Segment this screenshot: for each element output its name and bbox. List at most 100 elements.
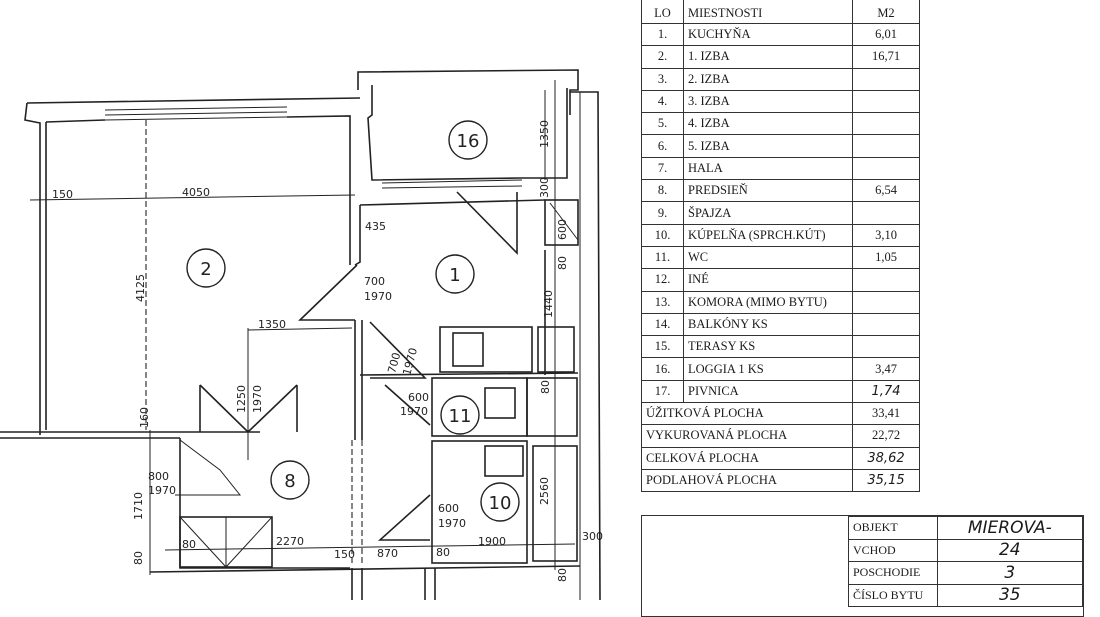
- info-label: VCHOD: [848, 538, 938, 562]
- info-label: POSCHODIE: [848, 561, 938, 585]
- room-name: 5. IZBA: [683, 134, 853, 158]
- room-number: 17.: [641, 379, 684, 404]
- header-area: M2: [852, 0, 920, 24]
- dimension-label: 4125: [134, 274, 147, 302]
- dimension-label: 80: [132, 551, 145, 565]
- dimension-label: 300: [538, 177, 551, 198]
- dimension-label: 2560: [538, 477, 551, 505]
- room-name: TERASY KS: [683, 335, 853, 359]
- dimension-label: 80: [182, 538, 196, 551]
- room-area: 6,54: [852, 179, 920, 203]
- dimension-label: 150: [52, 188, 73, 201]
- room-area: [852, 89, 920, 114]
- dimension-label: 600: [556, 219, 569, 240]
- room-area: [852, 268, 920, 292]
- table-row: 3.2. IZBA: [641, 67, 920, 91]
- room-area: 1,05: [852, 245, 920, 270]
- dimension-label: 1900: [478, 535, 506, 548]
- room-number: 1: [449, 265, 460, 286]
- dimension-label: 700: [385, 351, 403, 375]
- room-number: 1.: [641, 22, 684, 47]
- info-value: 24: [936, 538, 1084, 562]
- room-number: 10: [489, 493, 512, 514]
- total-label: VYKUROVANÁ PLOCHA: [641, 424, 853, 448]
- table-row: 6.5. IZBA: [641, 134, 920, 158]
- room-number: 2.: [641, 45, 684, 69]
- table-row: 4.3. IZBA: [641, 89, 920, 114]
- room-number: 12.: [641, 268, 684, 292]
- dimension-label: 160: [138, 407, 151, 428]
- total-label: CELKOVÁ PLOCHA: [641, 446, 853, 470]
- room-area: [852, 134, 920, 158]
- dimension-label: 80: [436, 546, 450, 559]
- room-area: 3,10: [852, 223, 920, 247]
- room-number: 15.: [641, 335, 684, 359]
- room-number: 5.: [641, 112, 684, 136]
- table-row: 15.TERASY KS: [641, 335, 920, 359]
- dimension-labels: 150 4050 4125 435 700 1970 1350 1350 300…: [52, 120, 603, 582]
- room-name: HALA: [683, 156, 853, 181]
- room-number: 8.: [641, 179, 684, 203]
- room-name: WC: [683, 245, 853, 270]
- total-area: 38,62: [852, 446, 920, 470]
- dimension-label: 870: [377, 547, 398, 560]
- dimension-label: 435: [365, 220, 386, 233]
- dimension-label: 1350: [258, 318, 286, 331]
- info-value: 35: [936, 583, 1084, 607]
- room-marker-8: 8: [270, 460, 310, 500]
- room-name: BALKÓNY KS: [683, 312, 853, 337]
- room-name: ŠPAJZA: [683, 201, 853, 225]
- dimension-label: 150: [334, 548, 355, 561]
- room-name: KÚPELŇA (SPRCH.KÚT): [683, 223, 853, 247]
- total-area: 22,72: [852, 424, 920, 448]
- room-marker-16: 16: [448, 120, 488, 160]
- dimension-label: 1970: [364, 290, 392, 303]
- info-label: ČÍSLO BYTU: [848, 583, 938, 607]
- table-row: 13.KOMORA (MIMO BYTU): [641, 290, 920, 314]
- room-area: 1,74: [852, 379, 920, 404]
- room-number: 16: [457, 131, 480, 152]
- room-number: 6.: [641, 134, 684, 158]
- room-name: 2. IZBA: [683, 67, 853, 91]
- table-row: 7.HALA: [641, 156, 920, 181]
- dimension-label: 1250: [235, 385, 248, 413]
- header-number: LO: [641, 0, 684, 24]
- dimension-label: 600: [438, 502, 459, 515]
- info-value: MIEROVA-: [936, 516, 1084, 540]
- room-area: [852, 201, 920, 225]
- info-value: 3: [936, 561, 1084, 585]
- room-name: KOMORA (MIMO BYTU): [683, 290, 853, 314]
- dimension-label: 2270: [276, 535, 304, 548]
- dimension-label: 1970: [251, 385, 264, 413]
- room-number: 4.: [641, 89, 684, 114]
- room-name: LOGGIA 1 KS: [683, 357, 853, 381]
- dimension-label: 600: [408, 391, 429, 404]
- dimension-label: 80: [556, 256, 569, 270]
- total-area: 35,15: [852, 468, 920, 493]
- room-area: [852, 112, 920, 136]
- room-area: 16,71: [852, 45, 920, 69]
- room-number: 8: [284, 471, 295, 492]
- room-area: 3,47: [852, 357, 920, 381]
- info-label: OBJEKT: [848, 516, 938, 540]
- room-name: 4. IZBA: [683, 112, 853, 136]
- dimension-label: 700: [364, 275, 385, 288]
- dimension-label: 300: [582, 530, 603, 543]
- room-number: 10.: [641, 223, 684, 247]
- room-number: 7.: [641, 156, 684, 181]
- room-number: 2: [200, 259, 211, 280]
- room-name: KUCHYŇA: [683, 22, 853, 47]
- dimension-label: 1350: [538, 120, 551, 148]
- room-marker-2: 2: [186, 248, 226, 288]
- dimension-label: 1970: [400, 405, 428, 418]
- room-number: 11: [449, 406, 472, 427]
